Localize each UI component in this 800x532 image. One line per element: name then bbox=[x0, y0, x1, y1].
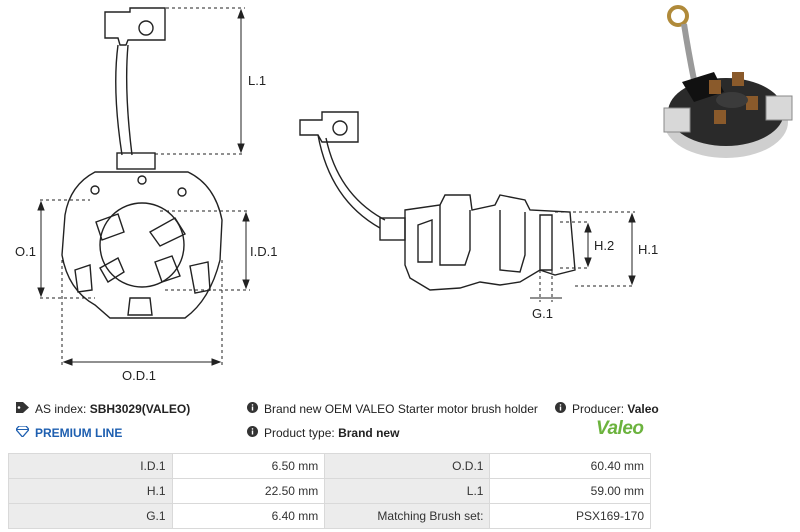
description: Brand new OEM VALEO Starter motor brush … bbox=[247, 402, 538, 416]
spec-label: G.1 bbox=[8, 503, 173, 529]
premium-line: PREMIUM LINE bbox=[15, 425, 123, 440]
spec-label: O.D.1 bbox=[324, 453, 491, 479]
producer: Producer: Valeo bbox=[555, 402, 659, 416]
brush-holder-body-side bbox=[404, 194, 576, 291]
spec-label: I.D.1 bbox=[8, 453, 173, 479]
as-index-value: SBH3029(VALEO) bbox=[89, 402, 191, 416]
label-od1: O.D.1 bbox=[122, 368, 156, 383]
label-o1: O.1 bbox=[15, 244, 36, 259]
product-type-label: Product type: bbox=[264, 426, 335, 440]
grommet-front bbox=[116, 152, 156, 170]
product-photo bbox=[654, 0, 800, 166]
wire-front bbox=[115, 44, 123, 156]
as-index-label: AS index: bbox=[35, 402, 87, 416]
product-type: Product type: Brand new bbox=[247, 426, 399, 440]
diamond-icon bbox=[15, 425, 30, 440]
label-h1: H.1 bbox=[638, 242, 658, 257]
description-text: Brand new OEM VALEO Starter motor brush … bbox=[264, 402, 538, 416]
label-l1: L.1 bbox=[248, 73, 266, 88]
producer-label: Producer: bbox=[572, 402, 625, 416]
spec-value: 22.50 mm bbox=[171, 478, 326, 504]
spec-label: H.1 bbox=[8, 478, 173, 504]
product-type-value: Brand new bbox=[338, 426, 400, 440]
spec-value: 60.40 mm bbox=[489, 453, 651, 479]
info-icon bbox=[247, 426, 258, 440]
spec-label: Matching Brush set: bbox=[324, 503, 491, 529]
spec-value: 6.40 mm bbox=[171, 503, 326, 529]
spec-label: L.1 bbox=[324, 478, 491, 504]
label-g1: G.1 bbox=[532, 306, 553, 321]
info-icon bbox=[247, 402, 258, 416]
spec-value: PSX169-170 bbox=[489, 503, 651, 529]
terminal-lug-front bbox=[104, 7, 166, 46]
product-info: AS index: SBH3029(VALEO) PREMIUM LINE Br… bbox=[0, 398, 800, 448]
spec-value: 6.50 mm bbox=[171, 453, 326, 479]
tag-icon bbox=[16, 402, 29, 416]
wire-side bbox=[317, 134, 381, 229]
label-h2: H.2 bbox=[594, 238, 614, 253]
producer-value: Valeo bbox=[627, 402, 659, 416]
label-id1: I.D.1 bbox=[250, 244, 277, 259]
terminal-lug-side bbox=[299, 111, 359, 143]
as-index: AS index: SBH3029(VALEO) bbox=[16, 402, 190, 416]
technical-drawing: L.1 O.1 I.D.1 O.D.1 H.2 H.1 G.1 bbox=[15, 7, 658, 383]
valeo-logo: Valeo bbox=[596, 418, 644, 439]
spec-value: 59.00 mm bbox=[489, 478, 651, 504]
info-icon bbox=[555, 402, 566, 416]
brush-holder-body-front bbox=[61, 171, 223, 319]
premium-label: PREMIUM LINE bbox=[35, 426, 123, 440]
